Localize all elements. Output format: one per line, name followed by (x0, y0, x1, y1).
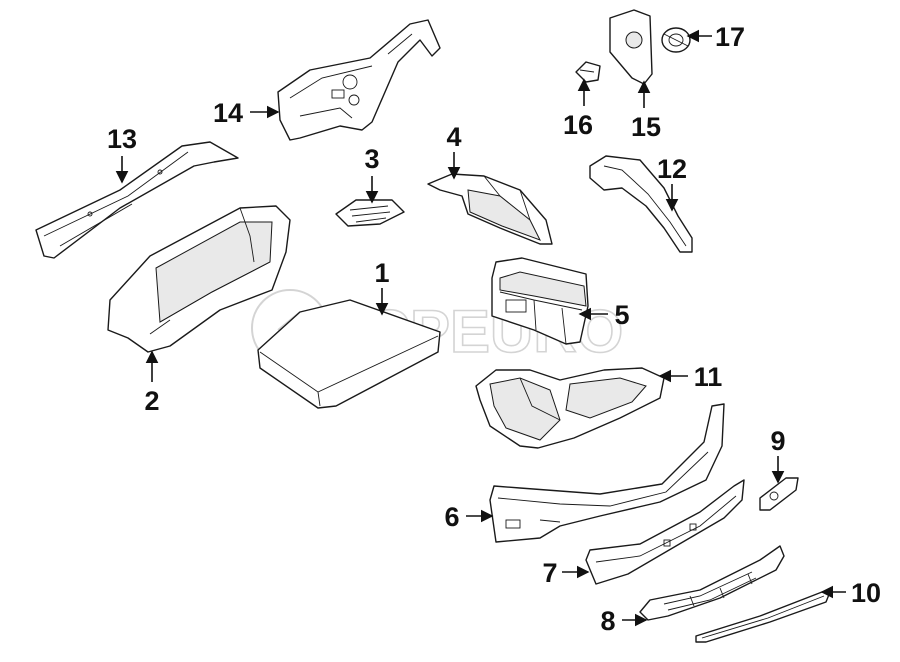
part-10-molding-strip (695, 591, 831, 643)
callout-11: 11 (694, 362, 723, 392)
part-5-storage-box (491, 257, 589, 345)
part-8-lower-grille (639, 545, 785, 621)
callout-15: 15 (631, 112, 661, 142)
part-3-vent-grille (335, 199, 405, 227)
part-1-floor-mat (257, 299, 441, 409)
callout-7: 7 (542, 558, 557, 588)
callout-6: 6 (444, 502, 459, 532)
callout-14: 14 (213, 98, 243, 128)
callout-1: 1 (374, 258, 389, 288)
callout-labels: 1 2 3 4 5 6 7 8 9 10 11 12 13 14 15 16 1… (107, 22, 881, 636)
callout-4: 4 (446, 122, 461, 152)
callout-3: 3 (364, 144, 379, 174)
leader-lines (115, 29, 846, 627)
part-16-clip (575, 61, 601, 83)
callout-17: 17 (715, 22, 745, 52)
part-2-side-trim (107, 205, 291, 353)
part-9-reflector (759, 477, 799, 511)
part-15-fuel-door (609, 9, 653, 85)
part-13-rail-trim (35, 141, 239, 259)
callout-5: 5 (614, 300, 629, 330)
part-6-bumper-trim (489, 403, 725, 543)
callout-16: 16 (563, 110, 593, 140)
part-12-arch-trim (589, 155, 693, 253)
callout-13: 13 (107, 124, 137, 154)
callout-12: 12 (657, 154, 687, 184)
part-7-lower-valance (585, 479, 745, 585)
part-17-grommet (661, 27, 691, 53)
callout-10: 10 (851, 578, 881, 608)
callout-2: 2 (144, 386, 159, 416)
part-11-spare-well (475, 367, 665, 449)
callout-8: 8 (600, 606, 615, 636)
part-14-rear-package-tray (277, 19, 441, 141)
part-4-wheelhouse-liner (427, 173, 553, 245)
callout-9: 9 (770, 426, 785, 456)
